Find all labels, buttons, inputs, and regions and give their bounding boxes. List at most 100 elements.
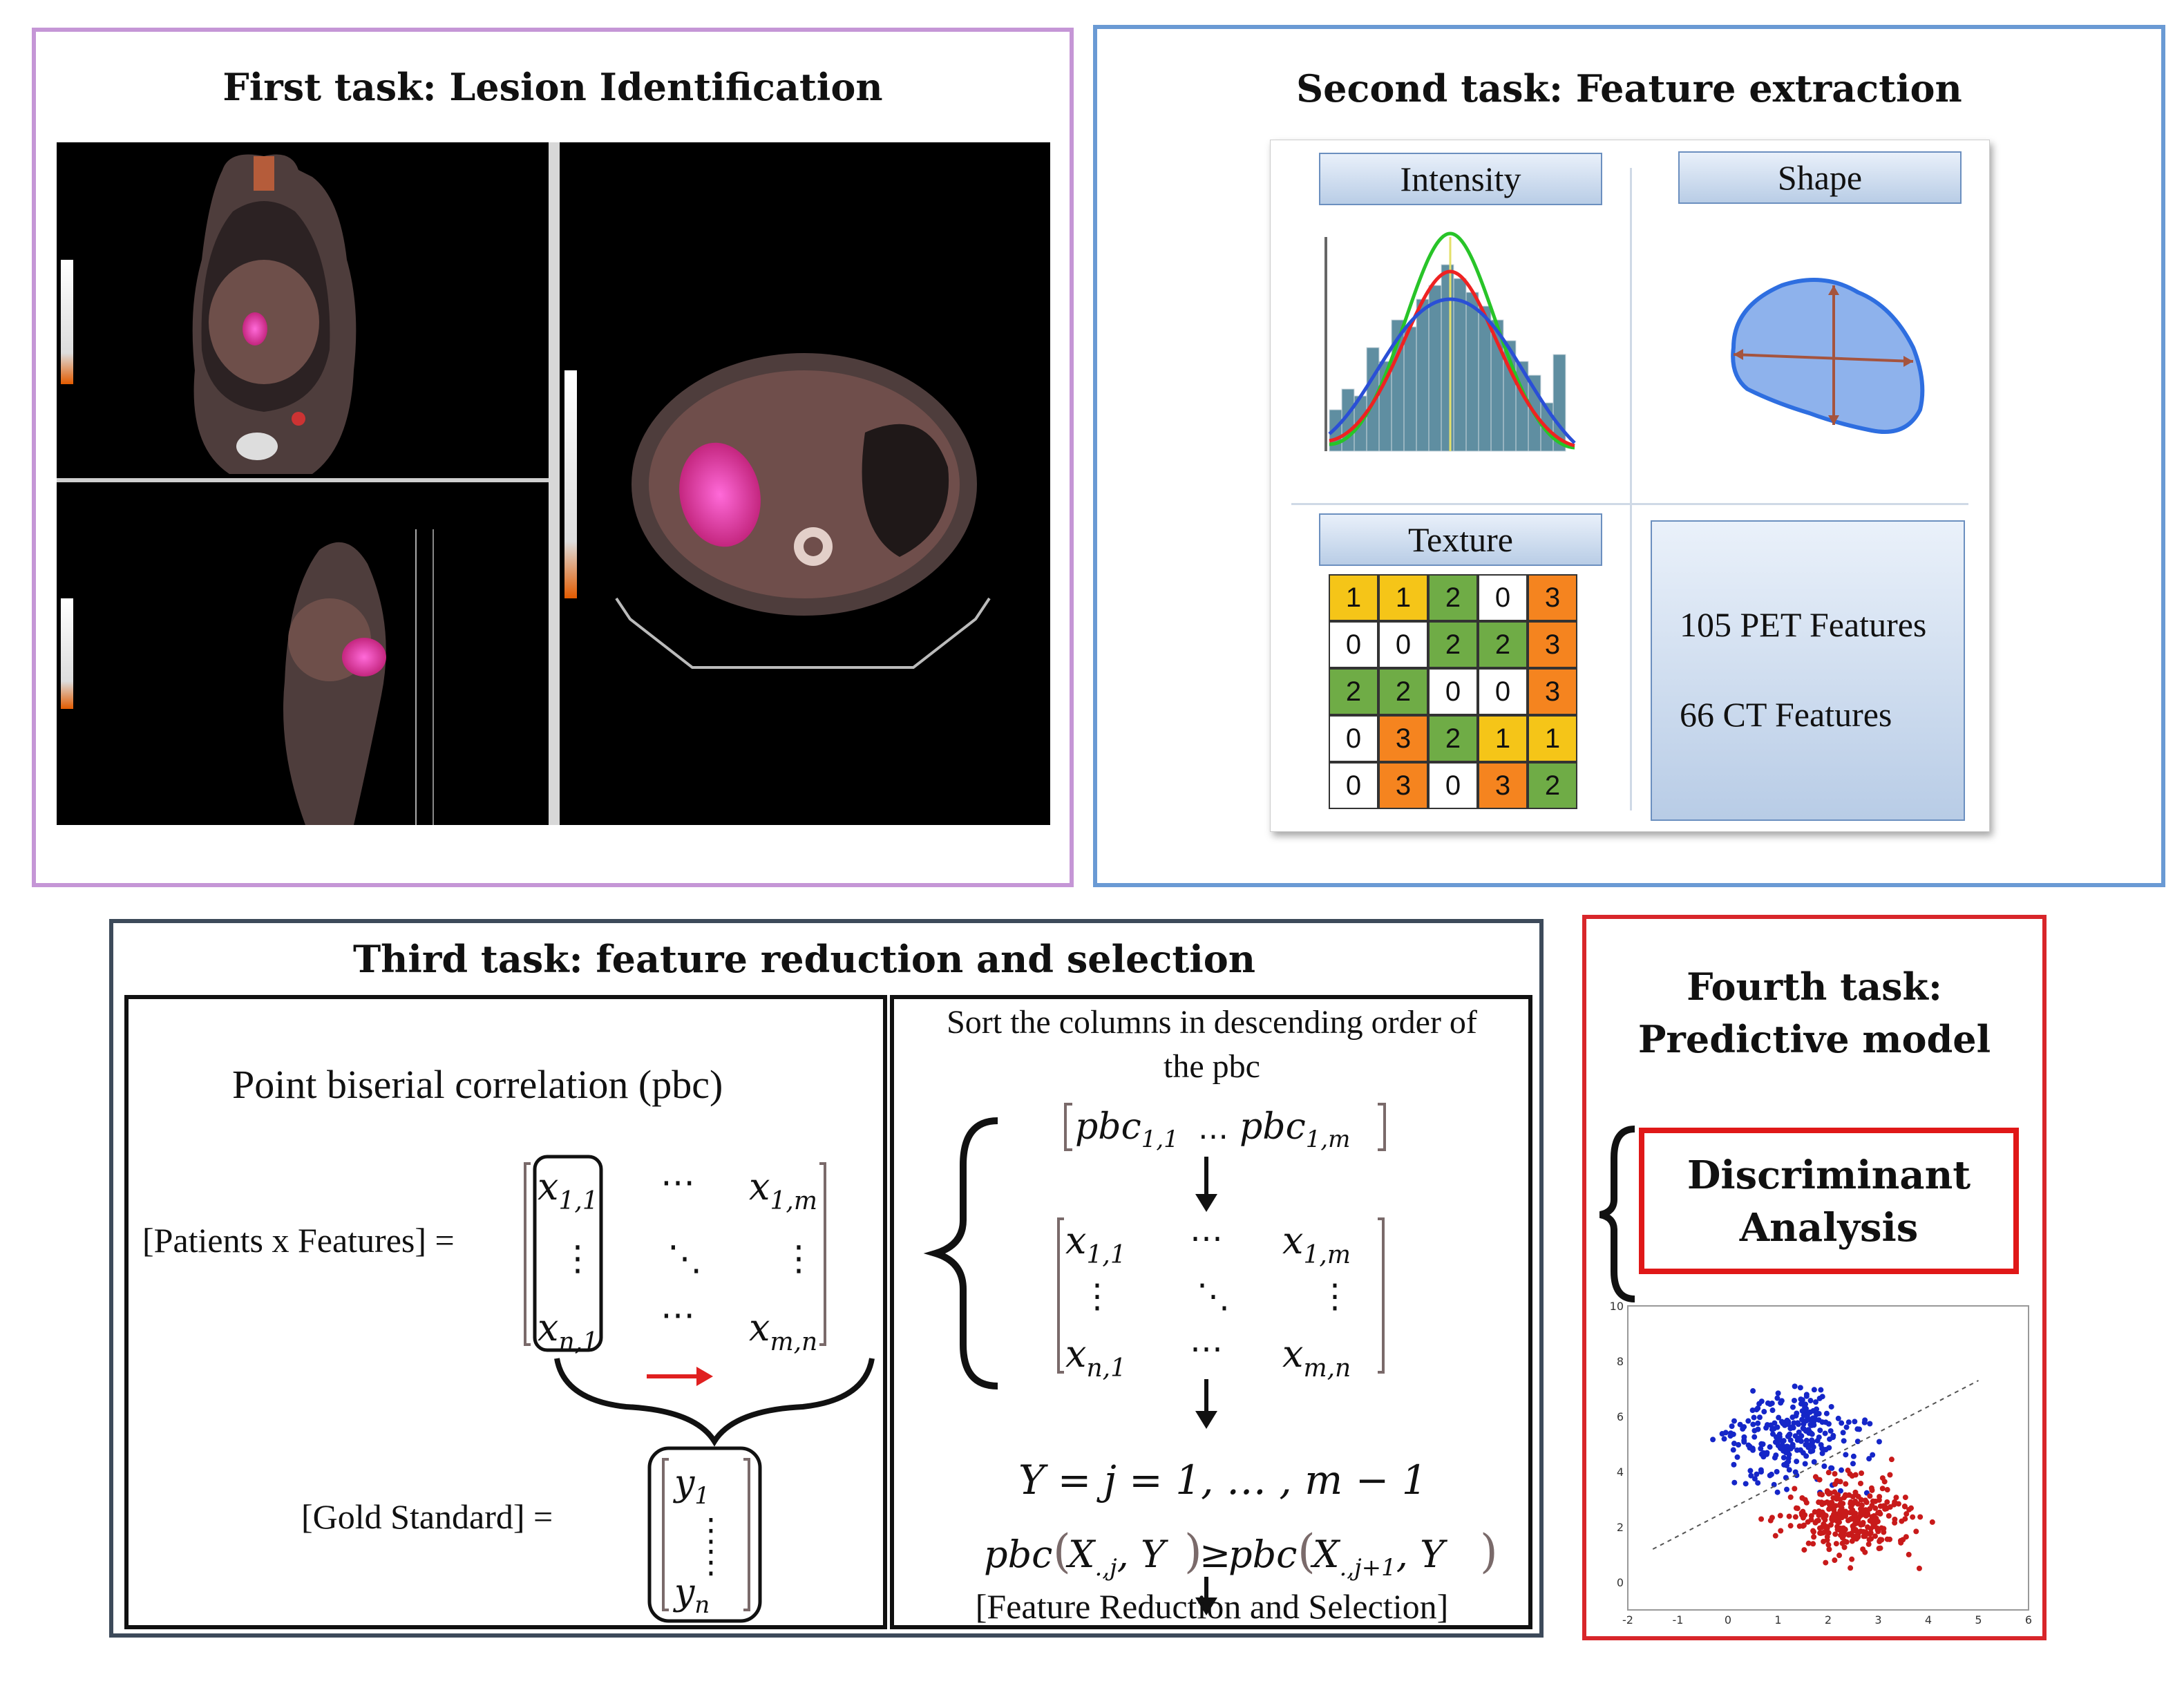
scatter-point-red bbox=[1843, 1492, 1850, 1499]
scatter-point-red bbox=[1849, 1538, 1855, 1544]
coronal-view bbox=[61, 154, 357, 474]
scatter-point-red bbox=[1906, 1506, 1912, 1512]
svg-text:x1,1: x1,1 bbox=[538, 1165, 598, 1215]
y-tick-label: 6 bbox=[1617, 1410, 1624, 1423]
scatter-point-red bbox=[1819, 1501, 1825, 1508]
scatter-point-blue bbox=[1808, 1430, 1814, 1436]
scatter-point-blue bbox=[1777, 1445, 1783, 1452]
scatter-point-blue bbox=[1760, 1441, 1766, 1448]
texture-cell: 1 bbox=[1478, 715, 1528, 762]
texture-cell: 0 bbox=[1329, 715, 1378, 762]
panel4-title-line2: Predictive model bbox=[1637, 1017, 1991, 1061]
scatter-point-red bbox=[1842, 1538, 1848, 1544]
scatter-point-red bbox=[1871, 1515, 1877, 1521]
scatter-point-blue bbox=[1792, 1383, 1798, 1390]
decision-boundary bbox=[1652, 1380, 1979, 1550]
scatter-point-blue bbox=[1769, 1426, 1775, 1432]
scatter-point-red bbox=[1852, 1472, 1859, 1478]
scatter-point-blue bbox=[1803, 1401, 1809, 1407]
texture-cell: 2 bbox=[1428, 715, 1478, 762]
svg-text:pbc: pbc bbox=[984, 1533, 1052, 1576]
scatter-point-red bbox=[1865, 1512, 1871, 1518]
scatter-point-red bbox=[1850, 1499, 1857, 1506]
scatter-point-red bbox=[1805, 1519, 1811, 1525]
scatter-point-blue bbox=[1731, 1461, 1737, 1468]
panel-predictive-model: Fourth task: Predictive model Discrimina… bbox=[1582, 915, 2047, 1640]
scatter-point-blue bbox=[1756, 1414, 1763, 1421]
scatter-point-red bbox=[1877, 1538, 1883, 1544]
scatter-point-blue bbox=[1784, 1486, 1790, 1492]
scatter-point-red bbox=[1808, 1512, 1814, 1519]
scatter-point-blue bbox=[1866, 1456, 1872, 1462]
scatter-point-blue bbox=[1758, 1398, 1765, 1405]
scatter-point-blue bbox=[1818, 1442, 1824, 1448]
scatter-point-blue bbox=[1862, 1417, 1868, 1423]
svg-text:⋮: ⋮ bbox=[695, 1511, 727, 1548]
scatter-point-blue bbox=[1769, 1431, 1776, 1437]
scatter-point-blue bbox=[1810, 1415, 1816, 1421]
scatter-point-red bbox=[1853, 1492, 1859, 1498]
scatter-point-blue bbox=[1794, 1447, 1801, 1453]
scatter-point-red bbox=[1877, 1494, 1883, 1500]
svg-text:): ) bbox=[1480, 1525, 1498, 1578]
scatter-point-red bbox=[1848, 1565, 1854, 1571]
scatter-point-blue bbox=[1751, 1434, 1758, 1440]
scatter-point-red bbox=[1910, 1514, 1916, 1520]
scatter-point-blue bbox=[1730, 1431, 1736, 1437]
scatter-point-red bbox=[1861, 1507, 1867, 1513]
scatter-point-blue bbox=[1731, 1418, 1737, 1424]
scatter-point-red bbox=[1881, 1479, 1888, 1485]
scatter-point-red bbox=[1786, 1513, 1792, 1519]
scatter-point-blue bbox=[1823, 1419, 1829, 1425]
scatter-point-blue bbox=[1845, 1419, 1852, 1425]
discriminant-analysis-box: Discriminant Analysis bbox=[1639, 1128, 2019, 1274]
scatter-point-red bbox=[1884, 1536, 1890, 1542]
scatter-point-red bbox=[1877, 1503, 1883, 1509]
scatter-point-red bbox=[1812, 1519, 1819, 1526]
scatter-point-red bbox=[1857, 1480, 1863, 1486]
x-tick-label: -2 bbox=[1622, 1613, 1633, 1624]
scatter-point-red bbox=[1812, 1474, 1819, 1480]
scatter-point-red bbox=[1865, 1524, 1871, 1530]
scatter-point-red bbox=[1879, 1486, 1886, 1492]
scatter-point-red bbox=[1901, 1504, 1908, 1510]
scatter-point-blue bbox=[1816, 1434, 1822, 1441]
scatter-point-red bbox=[1800, 1515, 1806, 1521]
scatter-point-red bbox=[1832, 1470, 1838, 1477]
scatter-point-red bbox=[1832, 1557, 1838, 1564]
texture-cell: 2 bbox=[1428, 621, 1478, 668]
scatter-point-blue bbox=[1798, 1438, 1804, 1444]
svg-text:≥: ≥ bbox=[1199, 1533, 1231, 1576]
scatter-point-blue bbox=[1754, 1471, 1760, 1477]
scatter-point-blue bbox=[1798, 1396, 1804, 1403]
scatter-point-blue bbox=[1734, 1454, 1740, 1460]
texture-cell: 0 bbox=[1428, 762, 1478, 809]
svg-text:x1,m: x1,m bbox=[749, 1165, 817, 1215]
scatter-point-red bbox=[1839, 1530, 1845, 1536]
svg-text:(: ( bbox=[1053, 1525, 1071, 1578]
scatter-point-red bbox=[1849, 1556, 1855, 1562]
scatter-point-red bbox=[1836, 1553, 1843, 1559]
sagittal-view bbox=[61, 529, 434, 825]
scatter-point-blue bbox=[1721, 1436, 1727, 1442]
scatter-point-blue bbox=[1823, 1410, 1830, 1416]
svg-text:X.,j, Y: X.,j, Y bbox=[1065, 1533, 1168, 1582]
scatter-point-blue bbox=[1783, 1461, 1789, 1468]
scatter-point-red bbox=[1822, 1517, 1828, 1523]
scatter-point-blue bbox=[1796, 1429, 1802, 1435]
scatter-point-red bbox=[1821, 1521, 1827, 1527]
scatter-point-red bbox=[1787, 1523, 1794, 1529]
scatter-point-red bbox=[1811, 1529, 1817, 1535]
scatter-point-red bbox=[1801, 1547, 1807, 1553]
scatter-point-red bbox=[1895, 1501, 1901, 1507]
scatter-point-blue bbox=[1828, 1403, 1834, 1410]
discriminant-label-line1: Discriminant bbox=[1687, 1153, 1971, 1198]
pet-ct-images bbox=[57, 142, 991, 825]
scatter-point-blue bbox=[1799, 1408, 1805, 1414]
sort-text-line2: the pbc bbox=[1164, 1048, 1260, 1085]
scatter-point-blue bbox=[1876, 1439, 1882, 1445]
pet-features-count: 105 PET Features bbox=[1680, 605, 1927, 644]
x-tick-label: 3 bbox=[1874, 1613, 1881, 1624]
y-tick-label: 8 bbox=[1617, 1355, 1624, 1368]
